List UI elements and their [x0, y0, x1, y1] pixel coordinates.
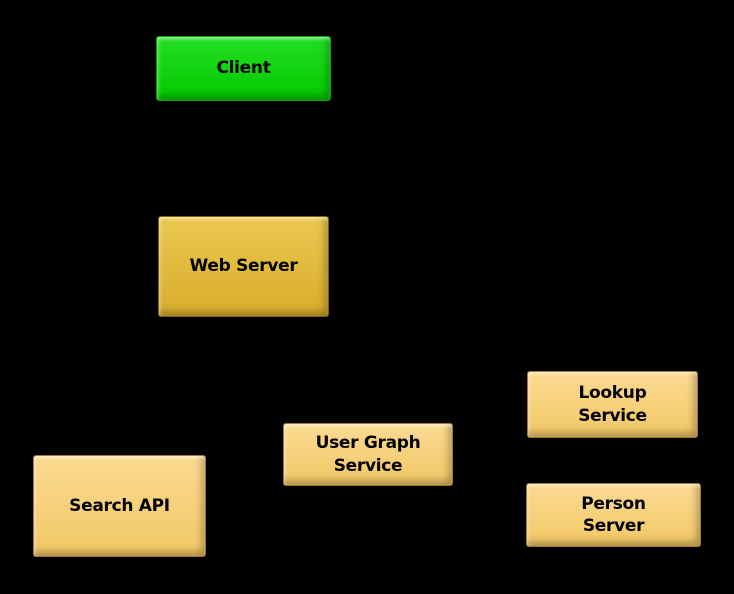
- node-user-graph-service: User Graph Service: [283, 423, 453, 486]
- node-lookup-service: Lookup Service: [527, 371, 698, 438]
- node-client-label: Client: [216, 58, 271, 79]
- node-web-server: Web Server: [158, 216, 329, 317]
- node-person-server: Person Server: [526, 483, 701, 547]
- node-web-server-label: Web Server: [189, 256, 298, 277]
- node-user-graph-service-label: User Graph Service: [315, 433, 421, 476]
- node-search-api: Search API: [33, 455, 206, 557]
- node-person-server-label: Person Server: [581, 493, 646, 536]
- node-lookup-service-label: Lookup Service: [578, 383, 647, 426]
- node-client: Client: [156, 36, 331, 101]
- node-search-api-label: Search API: [69, 495, 170, 516]
